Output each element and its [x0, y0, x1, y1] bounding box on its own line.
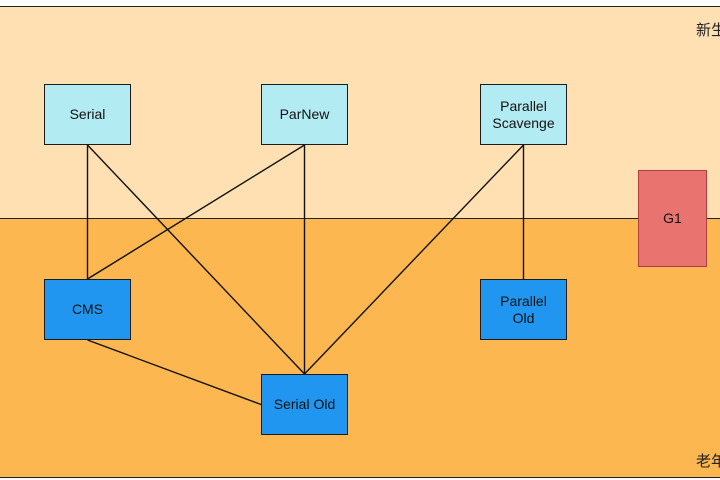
- parallel-scavenge-collector: Parallel Scavenge: [480, 84, 567, 145]
- parnew-collector: ParNew: [261, 84, 348, 145]
- cms-collector: CMS: [44, 279, 131, 340]
- link-serial-to-serial_old: [86, 144, 306, 375]
- link-parallel_scavenge-to-serial_old: [303, 144, 525, 375]
- young-generation-label: 新生: [696, 21, 720, 39]
- old-generation-region: [0, 218, 720, 478]
- link-parnew-to-cms: [87, 144, 305, 280]
- g1-collector: G1: [638, 170, 707, 267]
- serial-collector: Serial: [44, 84, 131, 145]
- old-generation-label: 老年: [696, 452, 720, 470]
- link-cms-to-serial_old: [87, 339, 262, 406]
- serial-old-collector: Serial Old: [261, 374, 348, 435]
- parallel-old-collector: Parallel Old: [480, 279, 567, 340]
